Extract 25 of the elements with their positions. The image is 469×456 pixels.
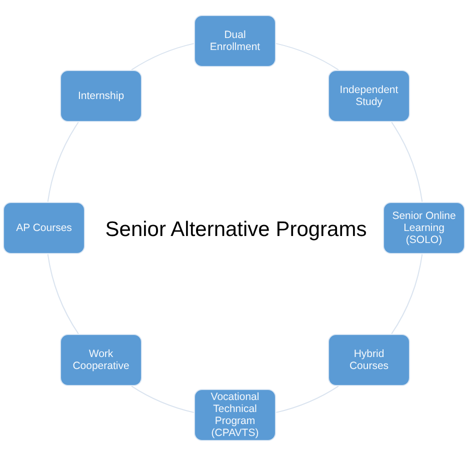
diagram-title: Senior Alternative Programs [105, 218, 367, 242]
cycle-arc [276, 386, 339, 413]
node-label: Vocational Technical Program (CPAVTS) [210, 391, 260, 439]
node-label: Internship [78, 90, 124, 102]
cycle-arc [47, 254, 79, 334]
process-box [60, 334, 142, 386]
cycle-arc [276, 43, 339, 70]
process-box [60, 70, 142, 122]
node-label: Dual Enrollment [208, 29, 262, 53]
process-box [328, 70, 410, 122]
node-label: Independent Study [338, 84, 400, 108]
cycle-arc [131, 43, 194, 70]
process-box [194, 389, 276, 441]
cycle-arc [47, 122, 79, 202]
process-box [328, 334, 410, 386]
process-box [383, 202, 465, 254]
cycle-arc [391, 254, 423, 334]
node-label: AP Courses [16, 222, 72, 234]
node-label: Senior Online Learning (SOLO) [391, 210, 457, 246]
process-box [194, 15, 276, 67]
node-label: Hybrid Courses [348, 348, 390, 372]
cycle-arc [131, 386, 194, 413]
process-box [3, 202, 85, 254]
cycle-arc [391, 122, 423, 202]
node-label: Work Cooperative [72, 348, 130, 372]
